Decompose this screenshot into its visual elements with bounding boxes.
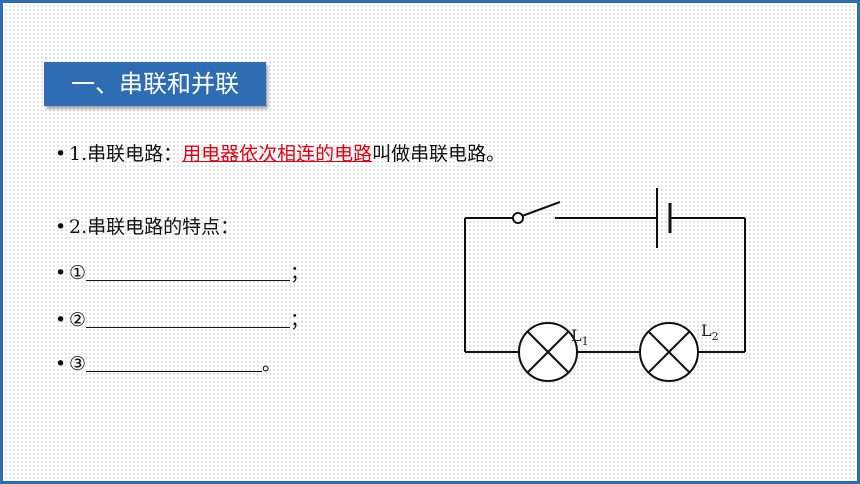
features-heading: •2.串联电路的特点： <box>55 212 239 239</box>
feature-marker: ② <box>69 309 87 331</box>
bullet: • <box>55 216 67 238</box>
item-number: 2. <box>69 216 88 238</box>
features-heading-text: 串联电路的特点： <box>87 216 240 238</box>
switch-lever-icon <box>521 201 561 217</box>
feature-marker: ③ <box>69 353 87 375</box>
feature-item-1: •① ； <box>55 258 309 285</box>
feature-end: ； <box>290 309 310 331</box>
frame-border-right <box>857 0 860 484</box>
section-title: 一、串联和并联 <box>44 62 266 106</box>
item-number: 1. <box>69 143 88 165</box>
definition-highlight: 用电器依次相连的电路 <box>182 143 373 165</box>
definition-suffix: 叫做串联电路。 <box>372 143 506 165</box>
bullet: • <box>55 262 67 284</box>
lamp-2-label: L2 <box>701 321 719 343</box>
lamp-1-label: L1 <box>571 326 589 348</box>
bullet: • <box>55 143 67 165</box>
frame-border-top <box>0 0 860 3</box>
frame-border-bottom <box>0 481 860 484</box>
series-circuit-diagram: L1 L2 <box>464 188 746 382</box>
definition-line: •1.串联电路：用电器依次相连的电路叫做串联电路。 <box>55 139 505 166</box>
bullet: • <box>55 309 67 331</box>
feature-end: 。 <box>262 353 282 375</box>
bullet: • <box>55 353 67 375</box>
fill-blank <box>86 260 291 281</box>
switch-pivot-icon <box>512 212 524 224</box>
frame-border-left <box>0 0 3 484</box>
feature-item-3: •③ 。 <box>55 349 281 376</box>
lamp-2-icon <box>639 322 699 382</box>
feature-end: ； <box>290 262 310 284</box>
fill-blank <box>86 351 263 372</box>
lamp-1-icon <box>518 322 578 382</box>
definition-prefix: 串联电路： <box>87 143 183 165</box>
feature-marker: ① <box>69 262 87 284</box>
fill-blank <box>86 307 291 328</box>
feature-item-2: •② ； <box>55 305 309 332</box>
